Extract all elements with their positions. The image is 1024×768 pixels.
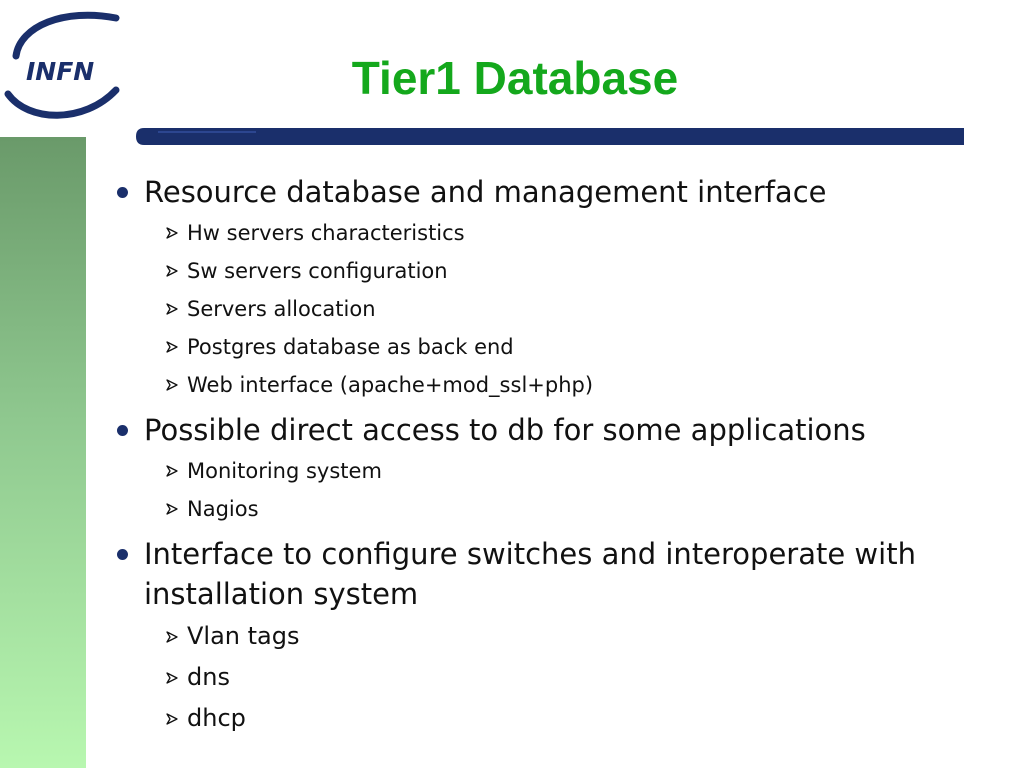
sub-bullet-item: Postgres database as back end	[166, 328, 994, 366]
bullet-item: Possible direct access to db for some ap…	[114, 410, 994, 532]
sub-bullet-item: Servers allocation	[166, 290, 994, 328]
sub-bullet-item: Monitoring system	[166, 452, 994, 490]
bullet-dot	[117, 425, 128, 436]
sub-bullet-text: Servers allocation	[187, 297, 376, 321]
infn-logo-text: INFN	[26, 57, 94, 86]
sub-bullet-item: dhcp	[166, 698, 994, 739]
arrowhead-bullet-icon	[166, 265, 178, 277]
arrowhead-bullet-icon	[166, 631, 178, 643]
sub-bullet-list: Monitoring system Nagios	[144, 450, 994, 532]
sub-bullet-text: Nagios	[187, 497, 259, 521]
arrowhead-bullet-icon	[166, 227, 178, 239]
sub-bullet-text: Monitoring system	[187, 459, 382, 483]
infn-logo: INFN	[4, 11, 120, 119]
sub-bullet-item: dns	[166, 657, 994, 698]
sub-bullet-list: Vlan tags dns dhcp	[144, 614, 994, 743]
bullet-list: Resource database and management interfa…	[114, 172, 994, 743]
arrowhead-bullet-icon	[166, 341, 178, 353]
bullet-dot	[117, 187, 128, 198]
arrowhead-bullet-icon	[166, 503, 178, 515]
arrowhead-bullet-icon	[166, 303, 178, 315]
sub-bullet-text: Sw servers configuration	[187, 259, 448, 283]
bullet-dot	[117, 549, 128, 560]
bullet-item: Resource database and management interfa…	[114, 172, 994, 408]
sub-bullet-item: Vlan tags	[166, 616, 994, 657]
title-underline-bar	[136, 128, 964, 145]
sub-bullet-item: Sw servers configuration	[166, 252, 994, 290]
arrowhead-bullet-icon	[166, 465, 178, 477]
left-gradient-band	[0, 137, 86, 768]
sub-bullet-list: Hw servers characteristics Sw servers co…	[144, 212, 994, 408]
arrowhead-bullet-icon	[166, 713, 178, 725]
sub-bullet-text: Vlan tags	[187, 622, 300, 650]
sub-bullet-text: Hw servers characteristics	[187, 221, 465, 245]
bullet-text: Possible direct access to db for some ap…	[144, 413, 866, 447]
sub-bullet-item: Web interface (apache+mod_ssl+php)	[166, 366, 994, 404]
sub-bullet-text: dns	[187, 663, 230, 691]
bullet-text: Interface to configure switches and inte…	[144, 537, 916, 611]
arrowhead-bullet-icon	[166, 379, 178, 391]
slide-title: Tier1 Database	[351, 52, 679, 104]
sub-bullet-text: Web interface (apache+mod_ssl+php)	[187, 373, 594, 397]
sub-bullet-item: Hw servers characteristics	[166, 214, 994, 252]
sub-bullet-item: Nagios	[166, 490, 994, 528]
bullet-text: Resource database and management interfa…	[144, 175, 827, 209]
sub-bullet-text: dhcp	[187, 704, 246, 732]
sub-bullet-text: Postgres database as back end	[187, 335, 514, 359]
arrowhead-bullet-icon	[166, 672, 178, 684]
bullet-item: Interface to configure switches and inte…	[114, 534, 994, 743]
